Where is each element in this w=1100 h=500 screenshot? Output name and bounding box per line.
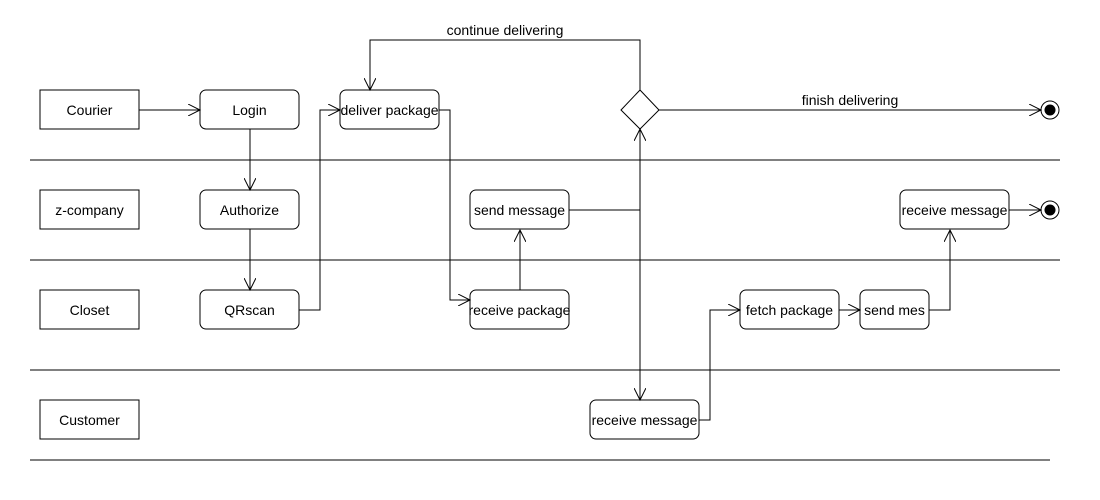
lane-label-zcompany: z-company	[55, 202, 123, 218]
lane-label-closet: Closet	[70, 302, 110, 318]
flow-receive-message-to-fetch	[699, 310, 740, 421]
flow-qrscan-to-deliver	[299, 110, 340, 311]
activity-label: receive message	[902, 202, 1008, 218]
activity-fetch-package: fetch package	[739, 289, 840, 330]
activity-receive-package: receive package	[469, 289, 571, 330]
flow-continue-delivering	[370, 39, 641, 90]
lane-label-courier: Courier	[67, 102, 113, 118]
final-node-zcompany	[1040, 200, 1060, 220]
lane-closet: Closet	[39, 289, 140, 330]
activity-receive-message-zcompany: receive message	[899, 189, 1010, 230]
guard-label-finish: finish delivering	[802, 92, 899, 108]
lane-customer: Customer	[39, 399, 140, 440]
activity-label: Authorize	[220, 202, 279, 218]
lane-zcompany: z-company	[39, 189, 140, 230]
lane-label-customer: Customer	[59, 412, 120, 428]
flow-send-mes-to-receive-message	[929, 230, 950, 311]
activity-label: receive message	[592, 412, 698, 428]
activity-label: receive package	[469, 302, 571, 318]
activity-send-message: send message	[469, 189, 570, 230]
activity-authorize: Authorize	[199, 189, 300, 230]
activity-label: send message	[474, 202, 565, 218]
final-node-courier	[1040, 100, 1060, 120]
activity-label: fetch package	[746, 302, 833, 318]
activity-send-mes: send mes	[859, 289, 930, 330]
guard-label-continue: continue delivering	[447, 22, 564, 38]
activity-qrscan: QRscan	[199, 289, 300, 330]
activity-label: send mes	[864, 302, 925, 318]
flow-deliver-to-receive-package	[439, 109, 470, 300]
activity-label: deliver package	[340, 102, 438, 118]
decision-node	[620, 89, 660, 130]
lane-courier: Courier	[39, 89, 140, 130]
activity-receive-message-customer: receive message	[589, 399, 700, 440]
activity-deliver-package: deliver package	[339, 89, 440, 130]
activity-label: Login	[232, 102, 266, 118]
activity-label: QRscan	[224, 302, 275, 318]
activity-login: Login	[199, 89, 300, 130]
